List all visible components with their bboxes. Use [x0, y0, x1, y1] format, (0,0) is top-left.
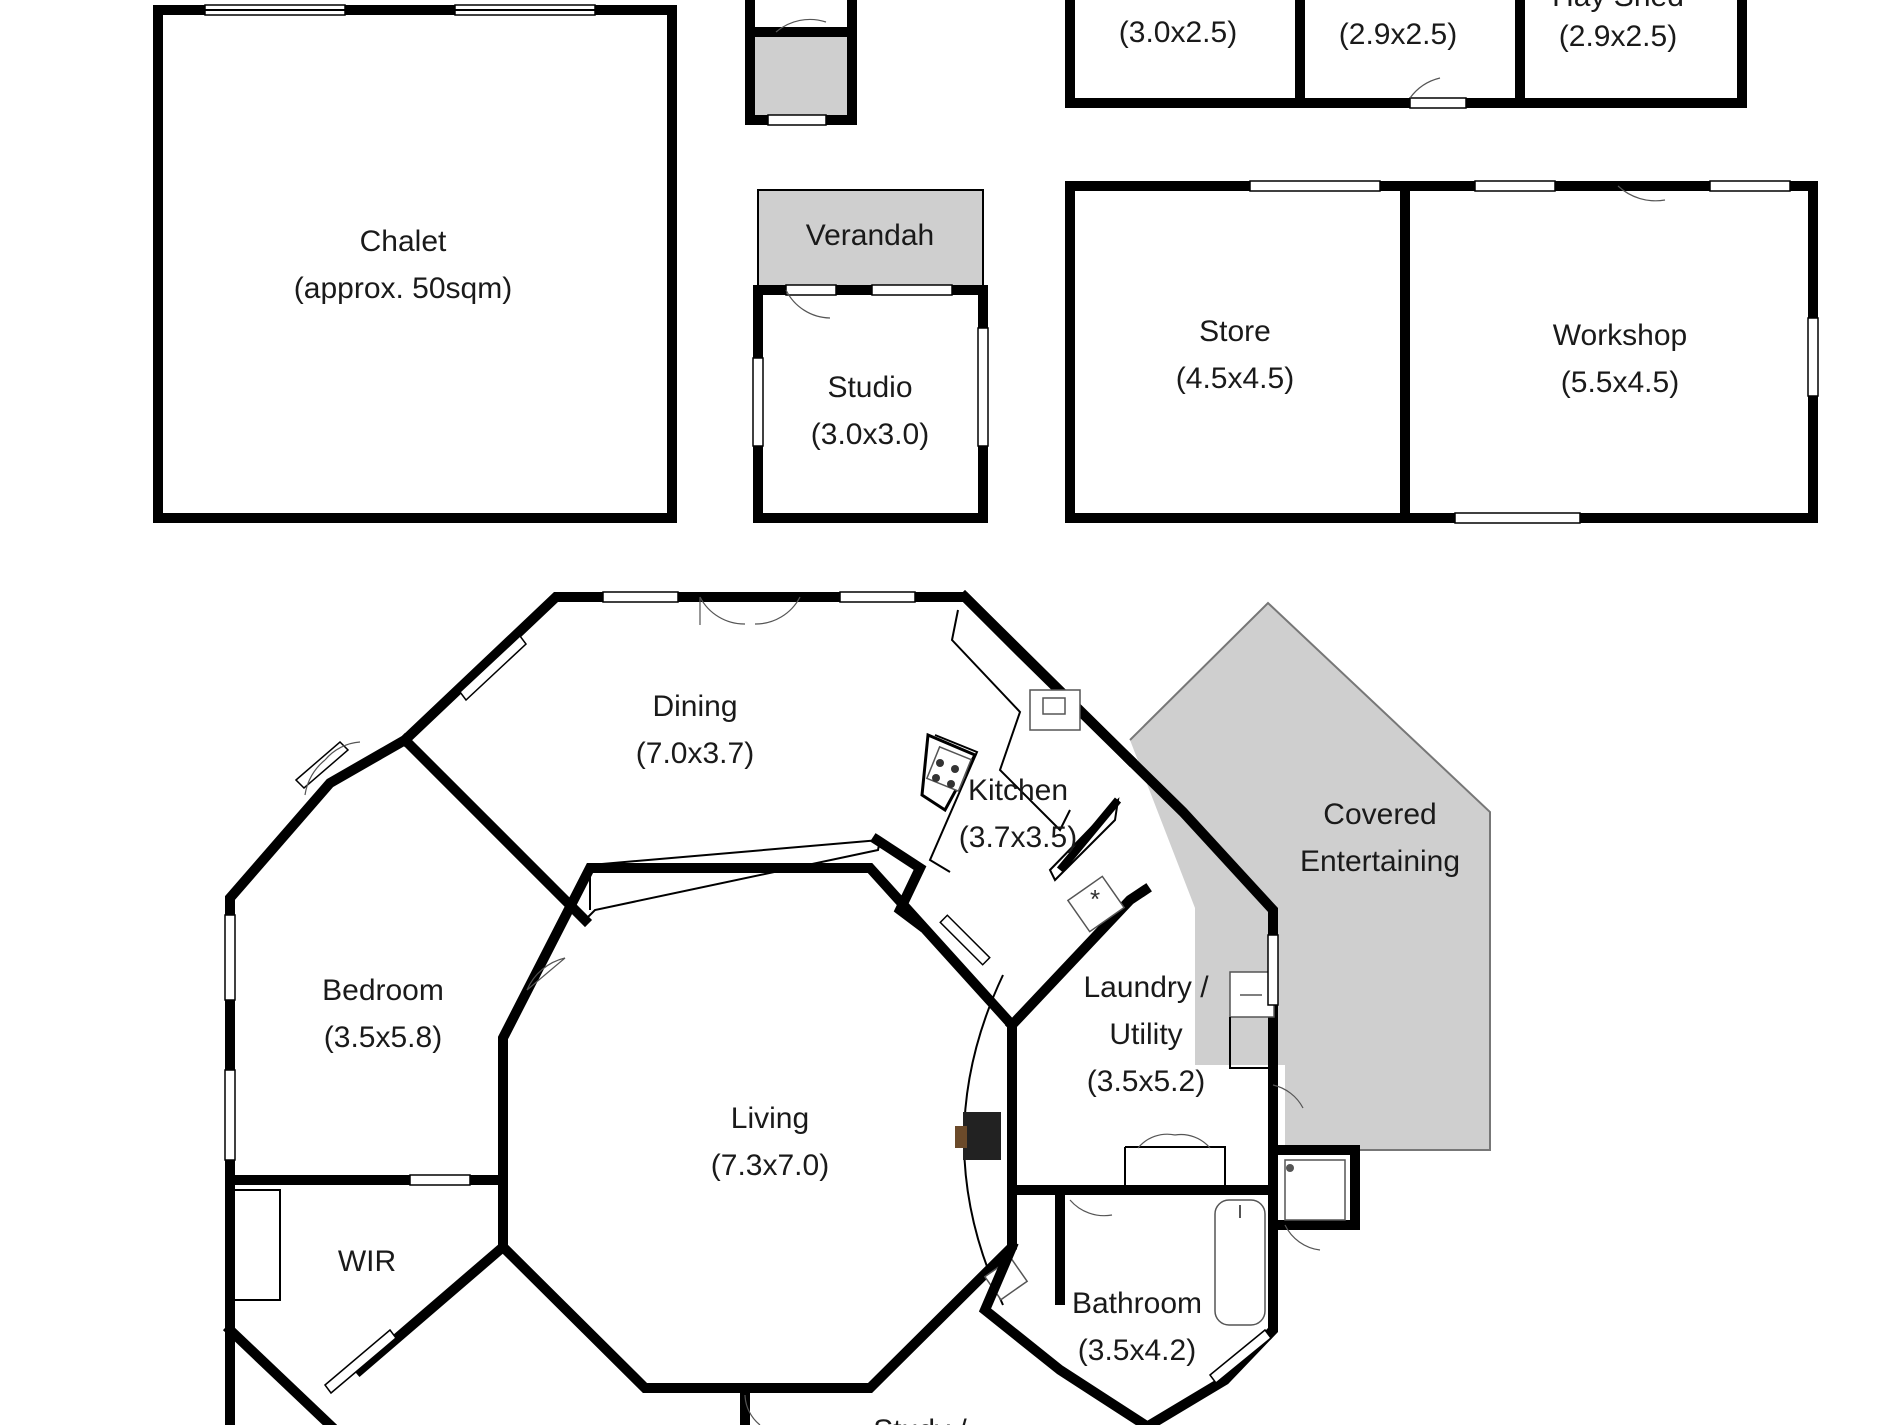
covered-entertaining-label-2: Entertaining [1300, 845, 1460, 878]
kitchen-dimensions: (3.7x3.5) [959, 821, 1077, 854]
room2-dimensions: (2.9x2.5) [1339, 18, 1457, 51]
studio [752, 189, 989, 523]
dining-label: Dining [652, 690, 737, 723]
chalet-label: Chalet [360, 225, 447, 258]
wir [222, 1189, 511, 1425]
dining-dimensions: (7.0x3.7) [636, 737, 754, 770]
hay-shed-dimensions: (2.9x2.5) [1559, 20, 1677, 53]
study [740, 1383, 761, 1425]
bedroom-label: Bedroom [322, 974, 444, 1007]
hay-shed-label: Hay Shed [1552, 0, 1684, 13]
room1-dimensions: (3.0x2.5) [1119, 16, 1237, 49]
store-label: Store [1199, 315, 1271, 348]
workshop-label: Workshop [1553, 319, 1688, 352]
verandah-label: Verandah [806, 219, 934, 252]
svg-text:*: * [1090, 884, 1100, 914]
bedroom-dimensions: (3.5x5.8) [324, 1021, 442, 1054]
bathroom-label: Bathroom [1072, 1287, 1202, 1320]
studio-label: Studio [827, 371, 912, 404]
bathroom-dimensions: (3.5x4.2) [1078, 1334, 1196, 1367]
wir-label: WIR [338, 1245, 396, 1278]
laundry-dimensions: (3.5x5.2) [1087, 1065, 1205, 1098]
study-label: Study / [873, 1414, 967, 1425]
studio-dimensions: (3.0x3.0) [811, 418, 929, 451]
covered-entertaining-label-1: Covered [1323, 798, 1436, 831]
living [498, 863, 1029, 1393]
small-shed [745, 0, 857, 126]
bedroom [224, 733, 508, 1425]
workshop-dimensions: (5.5x4.5) [1561, 366, 1679, 399]
covered-entertaining-area [1130, 603, 1490, 1150]
chalet-dimensions: (approx. 50sqm) [294, 272, 512, 305]
store-dimensions: (4.5x4.5) [1176, 362, 1294, 395]
laundry-label-1: Laundry / [1083, 971, 1209, 1004]
store-workshop [1065, 180, 1819, 524]
chalet [153, 4, 677, 523]
top-rooms [1065, 0, 1747, 109]
kitchen-label: Kitchen [968, 774, 1068, 807]
living-dimensions: (7.3x7.0) [711, 1149, 829, 1182]
living-label: Living [731, 1102, 809, 1135]
laundry-label-2: Utility [1109, 1018, 1182, 1051]
bathroom [978, 1145, 1360, 1425]
